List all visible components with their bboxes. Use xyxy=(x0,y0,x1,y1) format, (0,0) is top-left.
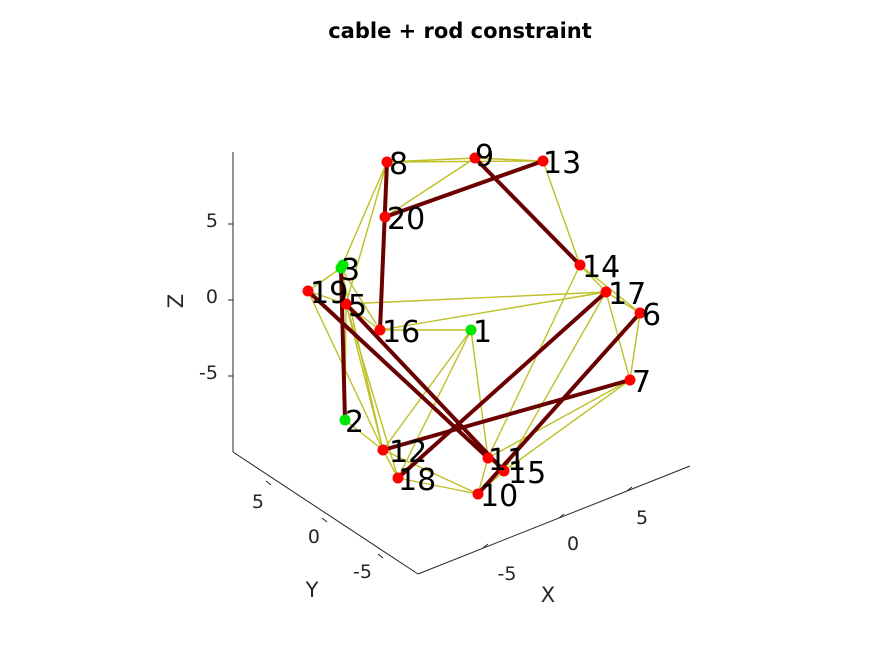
x-tick-label: -5 xyxy=(498,563,517,585)
node-marker xyxy=(302,285,314,297)
cable-line xyxy=(487,264,581,459)
z-tick-label: 5 xyxy=(206,210,218,232)
node-label: 16 xyxy=(382,315,420,350)
node-marker xyxy=(472,488,484,500)
cable-line xyxy=(397,477,479,495)
node-marker xyxy=(381,156,393,168)
node-marker xyxy=(392,472,404,484)
y-tick-label: 0 xyxy=(308,526,320,548)
node-label: 6 xyxy=(642,298,661,333)
node-group xyxy=(302,152,646,500)
rod-line xyxy=(344,302,506,473)
node-label: 12 xyxy=(389,435,427,470)
node-label: 10 xyxy=(480,479,518,514)
cable-line xyxy=(386,160,544,163)
cable-line xyxy=(307,267,342,292)
cable-line xyxy=(605,291,641,314)
node-marker xyxy=(600,286,612,298)
cable-line xyxy=(629,312,641,381)
x-axis-label: X xyxy=(541,583,555,607)
cable-line xyxy=(384,157,476,218)
node-marker xyxy=(634,307,646,319)
node-label: 19 xyxy=(310,276,348,311)
cable-line xyxy=(379,291,607,331)
cable-line xyxy=(382,449,479,495)
rod-line xyxy=(339,266,347,422)
node-label: 11 xyxy=(488,443,526,478)
node-marker xyxy=(377,444,389,456)
x-tick-label: 5 xyxy=(636,507,648,529)
y-axis-label: Y xyxy=(305,578,319,602)
cable-line xyxy=(470,329,489,459)
node-marker xyxy=(469,152,481,164)
cable-line xyxy=(487,379,631,459)
node-label: 8 xyxy=(389,147,408,182)
x-axis-line xyxy=(417,465,691,575)
node-marker xyxy=(337,259,349,271)
rod-line xyxy=(383,159,545,219)
y-tick-mark xyxy=(321,517,328,523)
node-marker xyxy=(537,155,549,167)
cable-line xyxy=(579,264,607,293)
node-label: 3 xyxy=(341,253,360,288)
y-axis-line xyxy=(232,451,419,575)
rod-line xyxy=(381,378,632,452)
node-label: 9 xyxy=(475,139,494,174)
cable-line xyxy=(345,161,388,305)
x-tick-mark xyxy=(626,486,633,492)
node-label: 5 xyxy=(348,289,367,324)
node-marker xyxy=(574,259,586,271)
node-marker xyxy=(374,324,386,336)
node-label: 1 xyxy=(473,315,492,350)
rod-line xyxy=(473,156,582,267)
cable-line xyxy=(397,329,472,479)
y-tick-mark xyxy=(377,553,384,559)
x-tick-label: 0 xyxy=(567,533,579,555)
z-axis-label: Z xyxy=(164,294,188,308)
node-label: 18 xyxy=(398,463,436,498)
cable-line xyxy=(344,419,384,451)
node-label: 17 xyxy=(608,277,646,312)
y-tick-label: 5 xyxy=(252,491,264,513)
cable-line xyxy=(340,267,381,331)
node-marker xyxy=(482,452,494,464)
node-label: 2 xyxy=(345,405,364,440)
node-marker xyxy=(379,211,391,223)
node-marker xyxy=(465,324,477,336)
chart-title: cable + rod constraint xyxy=(328,19,592,43)
node-marker xyxy=(340,298,352,310)
y-tick-mark xyxy=(265,480,272,486)
z-tick-label: -5 xyxy=(199,362,218,384)
y-tick-label: -5 xyxy=(353,561,372,583)
rod-line xyxy=(378,160,389,332)
rod-line xyxy=(396,290,608,480)
cable-line xyxy=(477,457,489,495)
x-tick-mark xyxy=(482,543,489,549)
rod-line xyxy=(476,311,642,496)
cable-line xyxy=(503,291,607,472)
node-marker xyxy=(624,374,636,386)
cable-line xyxy=(307,290,347,305)
z-tick-label: 0 xyxy=(206,286,218,308)
node-label: 20 xyxy=(387,202,425,237)
cable-line xyxy=(542,160,581,266)
node-label: 15 xyxy=(508,456,546,491)
axes-3d: 5 0 -5 5 0 -5 -5 0 5 X Y Z xyxy=(164,152,691,607)
x-tick-mark xyxy=(558,513,565,519)
rod-group xyxy=(306,156,642,496)
node-marker xyxy=(339,414,351,426)
node-label: 14 xyxy=(582,250,620,285)
node-label: 7 xyxy=(632,365,651,400)
cable-line xyxy=(345,291,607,305)
cable-line xyxy=(340,161,388,269)
node-label: 13 xyxy=(543,146,581,181)
node-marker xyxy=(498,465,510,477)
cable-line xyxy=(503,379,631,472)
